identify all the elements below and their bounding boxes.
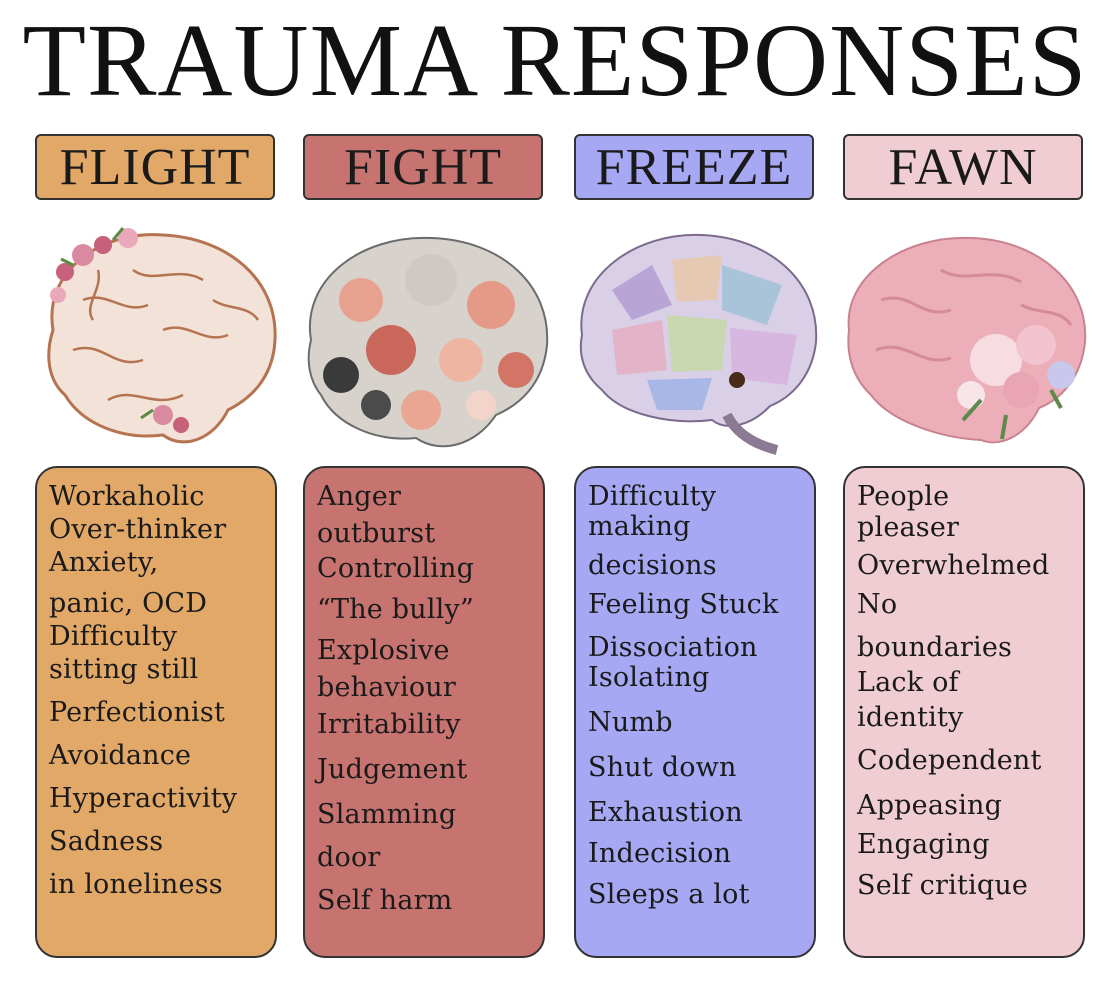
list-item: Judgement [317, 754, 468, 785]
header-flight: FLIGHT [35, 134, 275, 200]
header-fight: FIGHT [303, 134, 543, 200]
page-title: TRAUMA RESPONSES [22, 3, 1088, 118]
list-item: Explosive [317, 635, 450, 666]
collage-brain-icon [307, 236, 549, 448]
list-item: Indecision [588, 838, 732, 869]
list-item: Perfectionist [49, 697, 226, 728]
floral-brain-outline-icon [47, 227, 277, 444]
list-item: Self critique [857, 870, 1029, 901]
list-item: Feeling Stuck [588, 589, 779, 620]
mosaic-brain-icon [579, 233, 818, 455]
list-item: Engaging [857, 829, 990, 860]
list-item: Isolating [588, 662, 710, 693]
list-item: Appeasing [857, 790, 1003, 821]
list-item: Avoidance [49, 740, 192, 771]
list-item: decisions [588, 550, 717, 581]
header-fawn: FAWN [843, 134, 1083, 200]
list-item: Workaholic [49, 481, 205, 512]
list-item: “The bully” [317, 594, 474, 625]
list-item: Shut down [588, 752, 737, 783]
list-item: pleaser [857, 512, 960, 543]
list-item: making [588, 511, 691, 542]
list-item: People [857, 481, 950, 512]
list-item: Sleeps a lot [588, 879, 750, 910]
list-item: Anxiety, [49, 547, 159, 578]
list-item: panic, OCD [49, 588, 208, 619]
pink-floral-brain-icon [847, 236, 1087, 444]
responses-list-flight: Workaholic Over-thinker Anxiety, panic, … [35, 466, 277, 958]
list-item: sitting still [49, 654, 199, 685]
list-item: Numb [588, 707, 673, 738]
list-item: Irritability [317, 709, 461, 740]
list-item: Sadness [49, 826, 164, 857]
list-item: door [317, 842, 381, 873]
list-item: Exhaustion [588, 797, 743, 828]
list-item: Controlling [317, 553, 475, 584]
responses-list-fawn: People pleaser Overwhelmed No boundaries… [843, 466, 1085, 958]
list-item: identity [857, 702, 964, 733]
responses-list-freeze: Difficulty making decisions Feeling Stuc… [574, 466, 816, 958]
list-item: Overwhelmed [857, 550, 1050, 581]
list-item: behaviour [317, 672, 456, 703]
list-item: Difficulty [49, 621, 178, 652]
list-item: Hyperactivity [49, 783, 238, 814]
list-item: boundaries [857, 632, 1013, 663]
responses-list-fight: Anger outburst Controlling “The bully” E… [303, 466, 545, 958]
list-item: Over-thinker [49, 514, 227, 545]
list-item: in loneliness [49, 869, 223, 900]
list-item: Self harm [317, 885, 453, 916]
list-item: Slamming [317, 799, 457, 830]
list-item: No [857, 589, 898, 620]
header-freeze: FREEZE [574, 134, 814, 200]
list-item: Difficulty [588, 481, 717, 512]
list-item: outburst [317, 518, 436, 549]
list-item: Anger [317, 481, 402, 512]
list-item: Codependent [857, 745, 1042, 776]
list-item: Lack of [857, 667, 959, 698]
list-item: Dissociation [588, 632, 758, 663]
